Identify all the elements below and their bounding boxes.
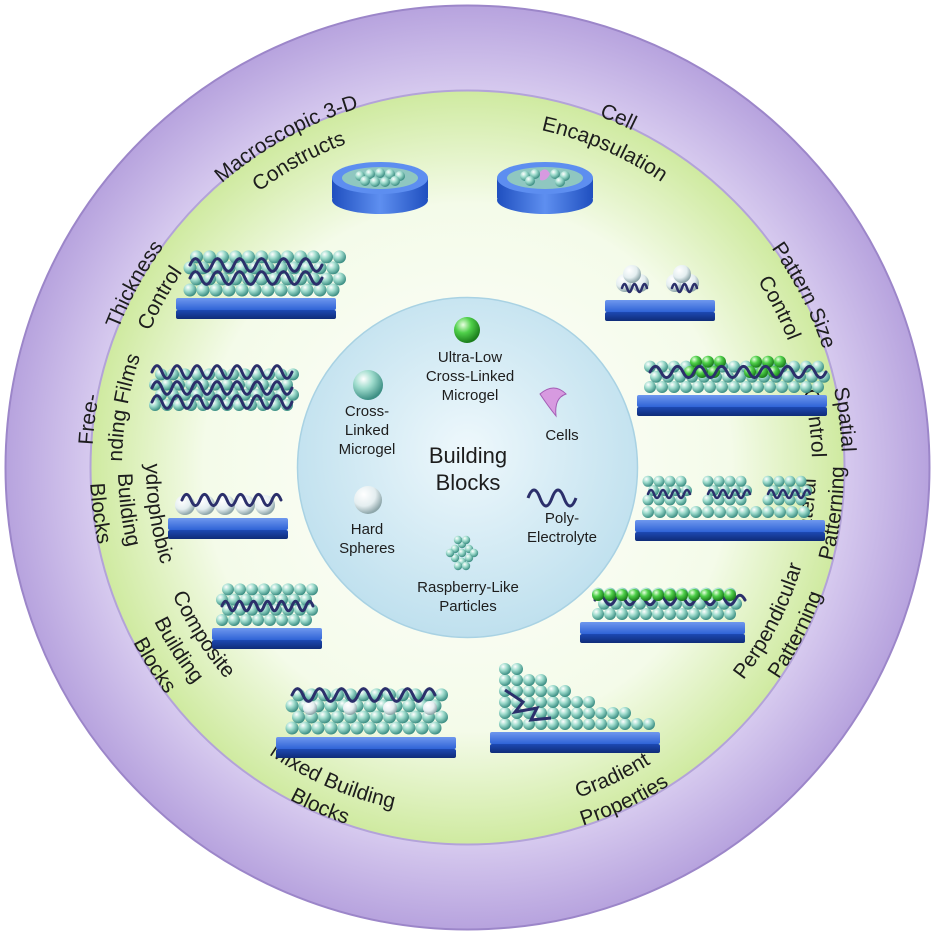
block-label-poly-electrolyte-line2: Electrolyte xyxy=(527,529,597,546)
free-standing-film-illustration xyxy=(149,364,299,411)
composite-illustration xyxy=(212,583,322,649)
block-label-hard-spheres-line2: Spheres xyxy=(339,540,395,557)
hard-sphere xyxy=(354,486,382,514)
polyelectrolyte-chain-icon xyxy=(526,488,578,508)
ulc-microgel-sphere xyxy=(454,317,480,343)
block-label-ultra-low-cross-linked-microgel-line2: Cross-Linked xyxy=(426,368,514,385)
thickness-control-illustration xyxy=(176,250,346,319)
block-label-raspberry-like-particles-line2: Particles xyxy=(439,598,497,615)
center-title-line2: Blocks xyxy=(436,470,501,495)
spatial-illustration xyxy=(637,355,830,416)
block-label-poly-electrolyte-line1: Poly- xyxy=(545,510,579,527)
block-label-cross-linked-microgel-line2: Linked xyxy=(345,422,389,439)
pattern-size-illustration xyxy=(605,265,715,321)
hydrophobic-illustration xyxy=(168,492,288,539)
cross-linked-microgel-sphere xyxy=(353,370,383,400)
block-label-hard-spheres-line1: Hard xyxy=(351,521,384,538)
block-label-cross-linked-microgel-line3: Microgel xyxy=(339,441,396,458)
block-label-cells-line1: Cells xyxy=(545,427,578,444)
perpendicular-illustration xyxy=(580,587,747,643)
block-label-raspberry-like-particles-line1: Raspberry-Like xyxy=(417,579,519,596)
block-label-cross-linked-microgel-line1: Cross- xyxy=(345,403,389,420)
cell-encapsulation-illustration xyxy=(497,162,593,214)
center-title-line1: Building xyxy=(429,443,507,468)
raspberry-particle xyxy=(445,535,479,571)
gradient-illustration xyxy=(490,663,660,753)
block-label-ultra-low-cross-linked-microgel-line3: Microgel xyxy=(442,387,499,404)
block-label-ultra-low-cross-linked-microgel-line1: Ultra-Low xyxy=(438,349,502,366)
lateral-illustration xyxy=(635,475,825,541)
mixed-illustration xyxy=(276,687,456,758)
macroscopic-3d-constructs-illustration xyxy=(332,162,428,214)
cell-icon xyxy=(539,387,567,418)
